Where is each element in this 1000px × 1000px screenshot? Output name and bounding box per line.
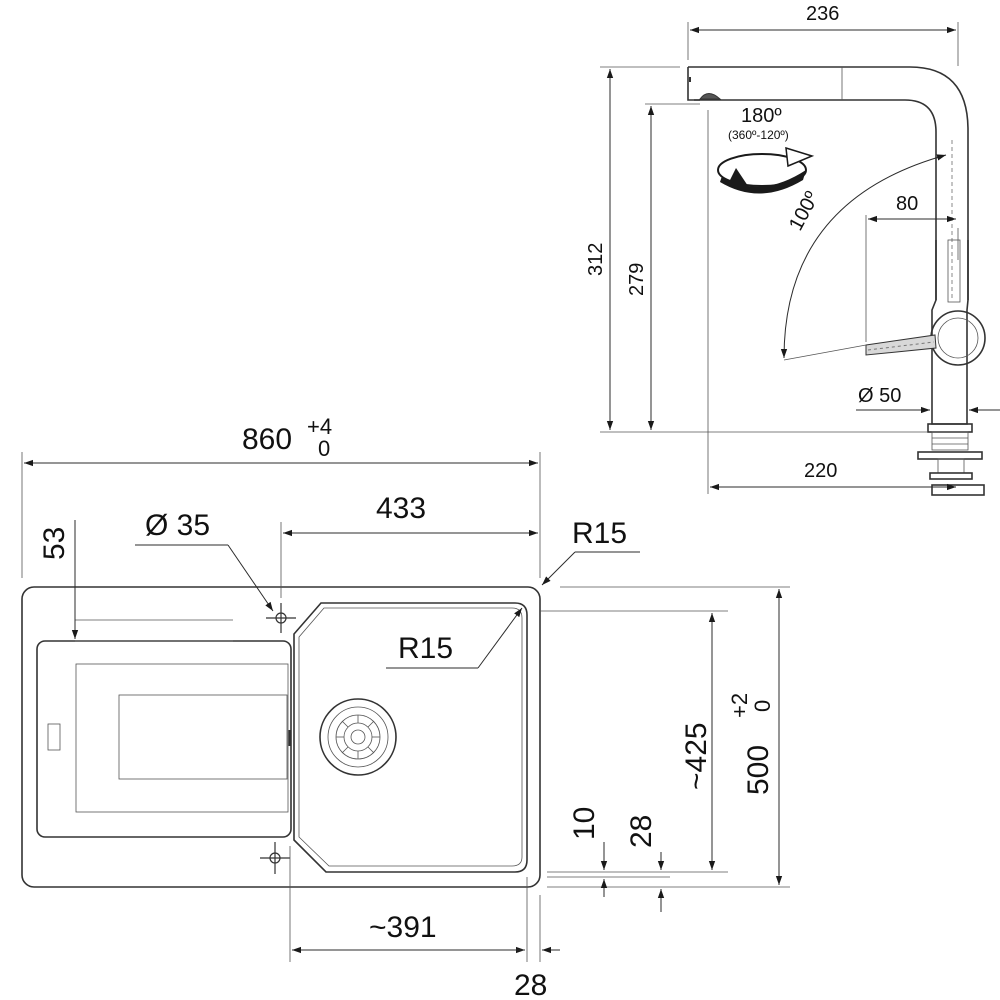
- bottom-offset-b-dimension: 28: [625, 815, 658, 848]
- bowl-corner-radius: R15: [398, 632, 453, 665]
- tap-hole-marker-top: [266, 603, 296, 633]
- tap-lever: [865, 334, 937, 356]
- sink-depth-dimension: 500: [742, 745, 775, 795]
- outer-corner-radius: R15: [572, 517, 627, 550]
- tap-body: [931, 240, 969, 425]
- tap-hole-marker-bottom: [260, 842, 290, 874]
- tap-base-fixing: [917, 423, 985, 496]
- spout-height-dimension: 279: [626, 263, 648, 296]
- tap-nozzle: [687, 67, 700, 101]
- lever-offset-dimension: 80: [896, 193, 918, 215]
- tap-hole-diameter: Ø 35: [145, 509, 210, 542]
- top-offset-dimension: 53: [38, 527, 71, 560]
- bowl-width-dimension: 433: [376, 492, 426, 525]
- sink-width-dimension: 860: [242, 423, 292, 456]
- drainer-width-dimension: ~391: [369, 911, 437, 944]
- bottom-offset-a-dimension: 10: [568, 807, 601, 840]
- tap-spout: [688, 66, 969, 300]
- sink-width-tolerance-upper: +4: [307, 414, 332, 439]
- lever-tilt-angle: 100º: [785, 187, 824, 234]
- rotation-range: (360º-120º): [728, 128, 789, 142]
- sink-bowl: [293, 602, 528, 873]
- sink-plan-view: 860 +4 0 433 53 Ø 35 R15 R15 ~425 500 +2…: [21, 414, 790, 1000]
- tap-height-dimension: 312: [585, 243, 607, 276]
- tap-reach-dimension: 236: [806, 3, 839, 25]
- drainer-recess: [118, 694, 288, 780]
- sink-depth-tolerance-upper: +2: [727, 693, 752, 718]
- bowl-depth-dimension: ~425: [680, 722, 713, 790]
- tap-outlet-icon: [699, 93, 722, 100]
- tap-lever-hub: [930, 310, 986, 366]
- rotation-angle: 180º: [741, 105, 782, 127]
- sink-width-tolerance-lower: 0: [318, 436, 330, 461]
- drainer-slot: [47, 723, 61, 751]
- rotation-arrow-icon: [717, 146, 815, 194]
- tap-side-view: 236 312 279 180º (360º-120º) 100º 80 Ø 5…: [585, 3, 1000, 496]
- side-offset-dimension: 28: [514, 969, 547, 1000]
- tap-base-diameter: Ø 50: [858, 385, 901, 407]
- drainer-board: [36, 640, 292, 838]
- drainer-inner-step: [75, 663, 289, 813]
- drain-strainer: [319, 698, 397, 776]
- sink-depth-tolerance-lower: 0: [750, 700, 775, 712]
- tap-outlet-reach-dimension: 220: [804, 460, 837, 482]
